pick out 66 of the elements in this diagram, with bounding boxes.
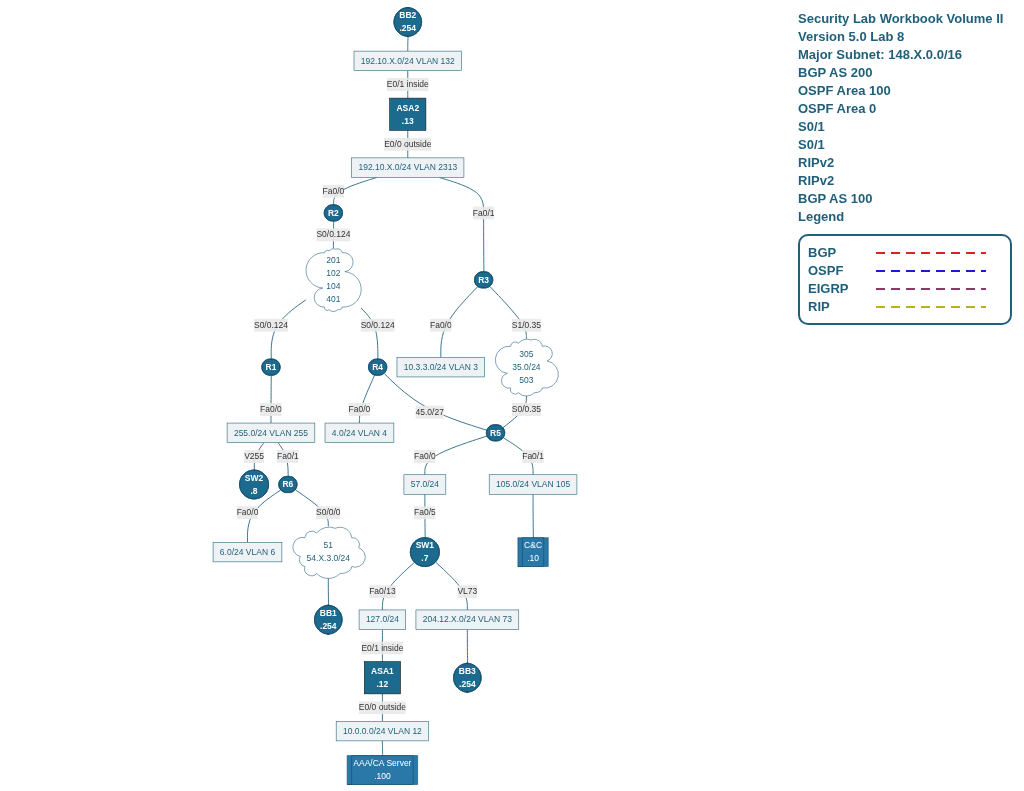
connector — [333, 176, 378, 206]
edge-label: Fa0/0 — [429, 319, 452, 329]
note-text: OSPF Area 100 — [798, 83, 892, 98]
node-box: 192.10.X.0/24 VLAN 132 — [353, 50, 462, 71]
note-text: RIPv2 — [798, 173, 836, 188]
legend-label: BGP — [808, 245, 838, 260]
node-box: 204.12.X.0/24 VLAN 73 — [415, 609, 520, 630]
edge-label: S0/0.35 — [511, 403, 542, 414]
node-box: 105.0/24 VLAN 105 — [488, 473, 578, 495]
connector — [503, 436, 534, 475]
node-box: 10.3.3.0/24 VLAN 3 — [396, 356, 485, 377]
edge-label: Fa0/5 — [414, 506, 436, 517]
edge-label: E0/0 outside — [384, 138, 432, 149]
edge-label: S0/0.124 — [253, 319, 288, 329]
edge-label: E0/1 inside — [361, 642, 404, 652]
edge-label: S1/0.35 — [511, 319, 542, 329]
connector — [424, 435, 488, 475]
note-text: S0/1 — [798, 119, 826, 134]
node-box: 6.0/24 VLAN 6 — [212, 541, 283, 562]
note-text: BGP AS 200 — [798, 65, 874, 80]
legend-label: OSPF — [808, 263, 845, 278]
connector — [407, 35, 409, 52]
connector — [466, 628, 469, 664]
node-box: 10.0.0.0/24 VLAN 12 — [335, 720, 429, 741]
edge-label: Fa0/0 — [260, 403, 282, 414]
edge-label: S0/0.124 — [316, 228, 351, 239]
note-text: Legend — [798, 209, 846, 224]
note-text: Major Subnet: 148.X.0.0/16 — [798, 47, 963, 62]
edge-label: Fa0/1 — [277, 450, 299, 461]
edge-label: VL73 — [457, 585, 478, 596]
edge-label: Fa0/1 — [472, 207, 495, 217]
note-text: Version 5.0 Lab 8 — [798, 29, 906, 44]
connector — [382, 739, 384, 756]
legend-label: EIGRP — [808, 281, 850, 296]
edge-label: 45.0/27 — [415, 406, 444, 416]
connector — [435, 561, 468, 610]
node-box: 57.0/24 — [403, 473, 447, 495]
node-box: 127.0/24 — [358, 609, 406, 630]
edge-label: E0/0 outside — [358, 701, 407, 712]
note-text: Security Lab Workbook Volume II — [798, 11, 1005, 26]
note-text: S0/1 — [798, 137, 826, 152]
connector — [327, 576, 329, 606]
node-box: 255.0/24 VLAN 255 — [226, 422, 316, 443]
edge-label: Fa0/0 — [348, 403, 371, 414]
note-text: OSPF Area 0 — [798, 101, 878, 116]
connector — [438, 176, 485, 272]
legend-label: RIP — [808, 299, 831, 314]
node-box: ASA2 .13 — [389, 97, 427, 131]
note-text: RIPv2 — [798, 155, 836, 170]
edge-label: S0/0/0 — [316, 506, 341, 517]
node-box: 192.10.X.0/24 VLAN 2313 — [351, 157, 465, 178]
edge-label: Fa0/0 — [414, 450, 436, 461]
edge-label: Fa0/13 — [369, 585, 396, 596]
connector — [359, 374, 375, 423]
connector — [440, 285, 479, 358]
node-box: 4.0/24 VLAN 4 — [324, 422, 395, 443]
node-box: ASA1 .12 — [364, 660, 401, 694]
edge-label: Fa0/1 — [522, 450, 544, 461]
note-text: BGP AS 100 — [798, 191, 874, 206]
edge-label: Fa0/0 — [236, 506, 259, 517]
connector — [532, 493, 534, 538]
edge-label: S0/0.124 — [360, 319, 395, 329]
edge-label: Fa0/0 — [322, 185, 345, 196]
edge-label: V255 — [244, 450, 264, 461]
connector — [383, 372, 488, 431]
edge-label: E0/1 inside — [386, 78, 429, 89]
